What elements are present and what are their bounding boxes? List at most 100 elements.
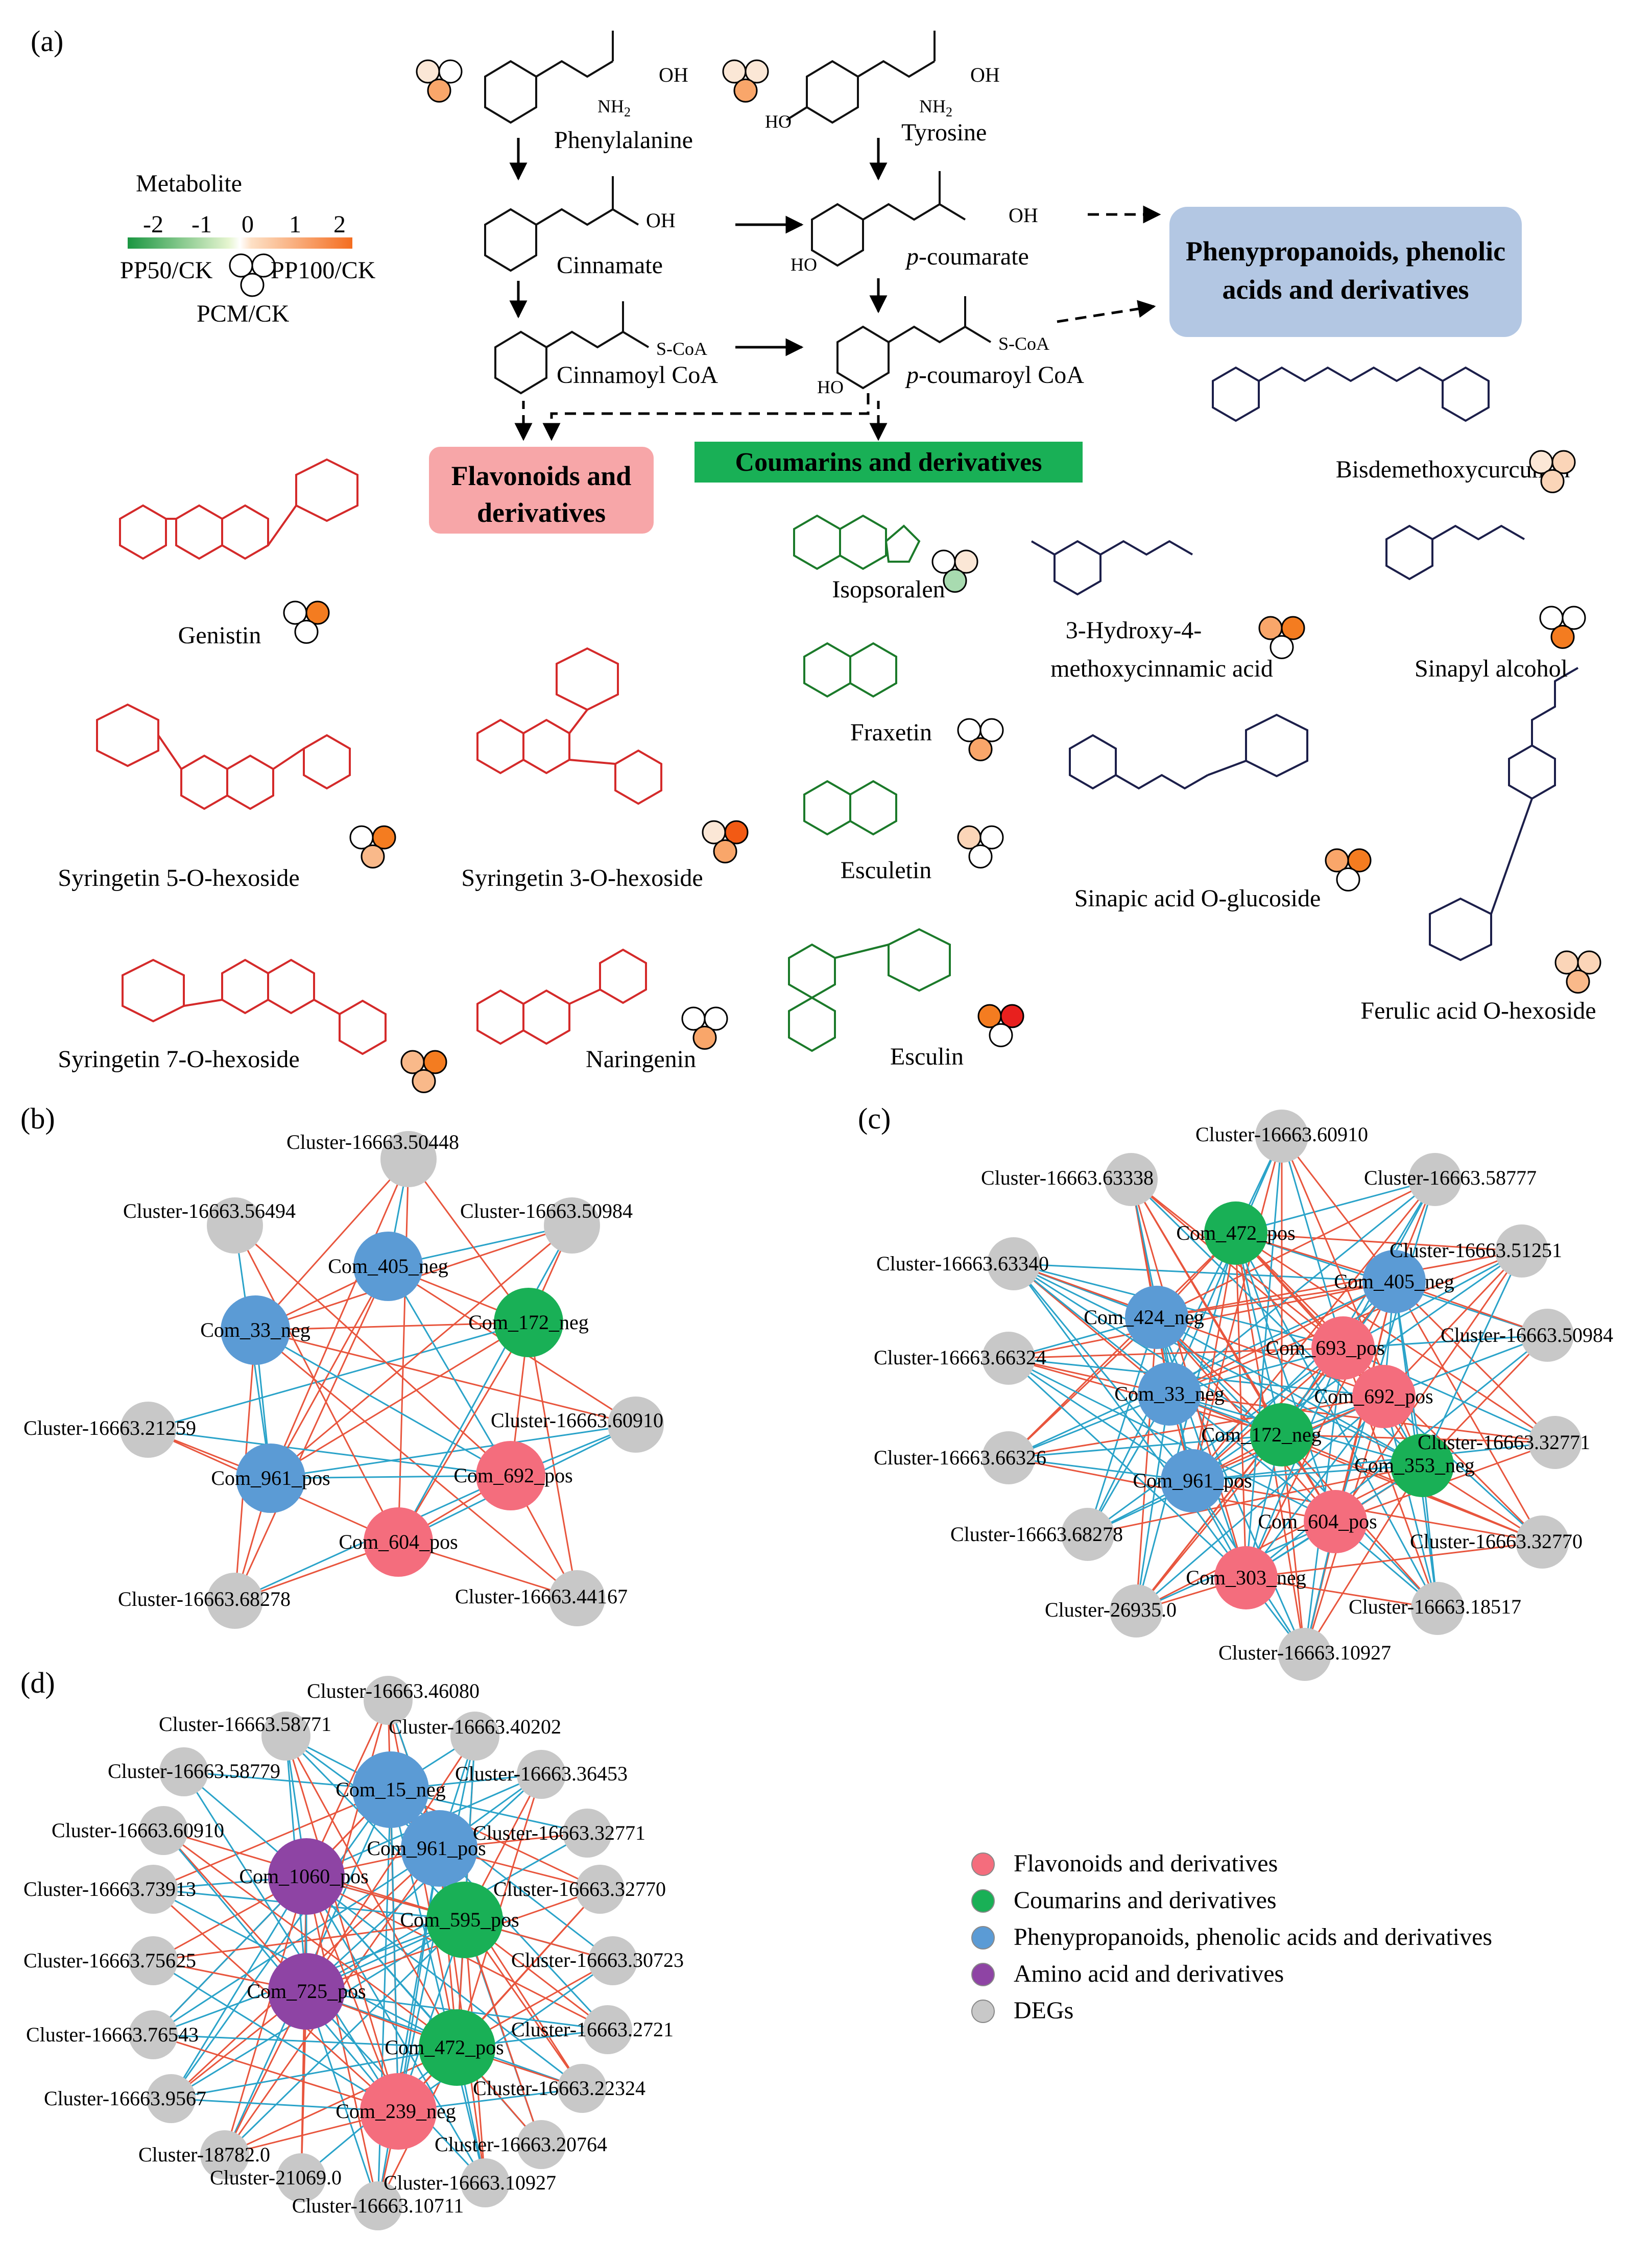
node-com-604-pos[interactable] — [364, 1507, 433, 1577]
node-label-com-472-pos: Com_472_pos — [385, 2036, 504, 2059]
node-cluster-16663-60910[interactable] — [608, 1397, 664, 1453]
node-cluster-16663-32771[interactable] — [1528, 1416, 1582, 1469]
edge-com-239-neg-cluster-16663-30723 — [398, 1960, 613, 2112]
node-cluster-16663-75625[interactable] — [129, 1936, 178, 1985]
edge-com-604-pos-cluster-16663-50984 — [397, 1225, 573, 1543]
node-label-cluster-16663-63340: Cluster-16663.63340 — [876, 1252, 1049, 1275]
node-com-424-neg[interactable] — [1125, 1286, 1188, 1349]
panel-label-b: (b) — [20, 1102, 55, 1135]
node-cluster-16663-66324[interactable] — [982, 1332, 1035, 1385]
node-cluster-16663-51251[interactable] — [1495, 1224, 1548, 1278]
node-com-472-pos[interactable] — [1204, 1201, 1267, 1265]
node-cluster-16663-58771[interactable] — [261, 1712, 310, 1761]
edge-com-472-pos-cluster-18782-0 — [224, 2047, 458, 2156]
scale-tick-1: 1 — [289, 211, 301, 238]
box-phen-line1: Phenypropanoids, phenolic — [1186, 236, 1505, 267]
node-cluster-16663-68278[interactable] — [207, 1573, 263, 1629]
edge-com-172-neg-cluster-16663-44167 — [528, 1322, 578, 1599]
node-com-33-neg[interactable] — [1138, 1362, 1201, 1426]
node-com-33-neg[interactable] — [221, 1295, 290, 1365]
edge-com-424-neg-cluster-16663-66326 — [1008, 1316, 1158, 1459]
node-cluster-16663-50448[interactable] — [380, 1131, 437, 1187]
node-cluster-16663-50984[interactable] — [1521, 1309, 1574, 1362]
node-cluster-16663-58779[interactable] — [159, 1747, 208, 1796]
node-cluster-16663-10711[interactable] — [353, 2181, 402, 2230]
edge-com-472-pos-cluster-16663-76543 — [153, 2034, 458, 2049]
node-cluster-16663-9567[interactable] — [147, 2074, 196, 2123]
node-com-353-neg[interactable] — [1391, 1434, 1454, 1497]
node-com-405-neg[interactable] — [1362, 1250, 1426, 1313]
name-naringenin: Naringenin — [586, 1046, 696, 1073]
node-cluster-16663-73913[interactable] — [129, 1865, 178, 1914]
edge-com-172-neg-cluster-16663-21259 — [148, 1321, 529, 1431]
node-cluster-16663-66326[interactable] — [982, 1431, 1035, 1484]
node-cluster-16663-46080[interactable] — [364, 1676, 413, 1725]
struct-esculin — [788, 928, 951, 1052]
heat-dot-pcm — [968, 737, 993, 761]
struct-sinapyl — [1385, 524, 1525, 581]
node-com-472-pos[interactable] — [419, 2009, 495, 2086]
node-com-604-pos[interactable] — [1304, 1490, 1367, 1553]
node-com-405-neg[interactable] — [353, 1232, 423, 1301]
heat-dots-bisdemethoxy — [1529, 450, 1576, 493]
node-cluster-16663-21259[interactable] — [120, 1402, 176, 1458]
edge-com-961-pos-com-239-neg — [397, 1848, 440, 2112]
legend-swatch-flavonoid — [971, 1852, 995, 1876]
edge-com-303-neg-cluster-16663-63340 — [1013, 1263, 1247, 1578]
heat-dot-pp100 — [1551, 450, 1576, 474]
node-com-1060-pos[interactable] — [268, 1838, 345, 1915]
node-cluster-16663-30723[interactable] — [588, 1936, 637, 1985]
edge-com-172-neg-cluster-16663-66326 — [1008, 1434, 1282, 1459]
node-cluster-16663-22324[interactable] — [558, 2064, 607, 2113]
node-cluster-16663-36453[interactable] — [517, 1750, 566, 1799]
heat-dots-tyrosine — [722, 59, 769, 103]
node-cluster-16663-44167[interactable] — [549, 1570, 605, 1626]
node-com-961-pos[interactable] — [1161, 1449, 1224, 1512]
node-com-239-neg[interactable] — [360, 2073, 437, 2150]
node-cluster-18782-0[interactable] — [200, 2130, 249, 2179]
struct-syr3 — [476, 647, 662, 805]
node-com-692-pos[interactable] — [476, 1441, 545, 1510]
node-com-725-pos[interactable] — [268, 1953, 345, 2030]
node-com-692-pos[interactable] — [1352, 1365, 1416, 1428]
node-cluster-16663-2721[interactable] — [583, 2005, 632, 2054]
node-cluster-16663-58777[interactable] — [1408, 1153, 1462, 1206]
node-cluster-16663-63340[interactable] — [987, 1237, 1040, 1290]
node-cluster-16663-32771[interactable] — [563, 1809, 612, 1858]
node-label-com-725-pos: Com_725_pos — [247, 1980, 366, 2003]
node-com-961-pos[interactable] — [236, 1443, 305, 1513]
node-com-961-pos[interactable] — [401, 1810, 477, 1887]
node-cluster-16663-18517[interactable] — [1411, 1582, 1464, 1635]
node-cluster-16663-40202[interactable] — [450, 1712, 499, 1761]
node-com-595-pos[interactable] — [426, 1882, 503, 1958]
node-cluster-16663-50984[interactable] — [544, 1197, 600, 1254]
node-com-693-pos[interactable] — [1311, 1316, 1375, 1380]
node-com-15-neg[interactable] — [352, 1751, 429, 1828]
node-label-cluster-16663-36453: Cluster-16663.36453 — [455, 1762, 628, 1785]
edge-com-424-neg-cluster-16663-58777 — [1156, 1178, 1435, 1318]
node-com-172-neg[interactable] — [1250, 1403, 1313, 1466]
node-label-cluster-16663-73913: Cluster-16663.73913 — [23, 1878, 196, 1900]
node-cluster-16663-10927[interactable] — [1278, 1628, 1331, 1681]
node-cluster-16663-63338[interactable] — [1105, 1153, 1158, 1206]
node-cluster-16663-56494[interactable] — [207, 1197, 263, 1254]
node-cluster-26935-0[interactable] — [1110, 1584, 1163, 1638]
node-cluster-16663-60910[interactable] — [1255, 1110, 1308, 1163]
node-cluster-16663-20764[interactable] — [517, 2120, 566, 2169]
edge-com-405-neg-cluster-16663-68278 — [234, 1266, 389, 1601]
node-cluster-16663-10927[interactable] — [461, 2158, 510, 2207]
node-com-172-neg[interactable] — [494, 1288, 563, 1357]
node-cluster-21069-0[interactable] — [277, 2153, 326, 2202]
heat-dots-phenylalanine — [416, 59, 463, 103]
node-cluster-16663-32770[interactable] — [1516, 1515, 1569, 1569]
node-cluster-16663-32770[interactable] — [576, 1865, 625, 1914]
node-com-303-neg[interactable] — [1214, 1546, 1278, 1609]
node-cluster-16663-60910[interactable] — [139, 1806, 188, 1855]
node-cluster-16663-76543[interactable] — [129, 2010, 178, 2059]
node-cluster-16663-68278[interactable] — [1061, 1508, 1114, 1561]
node-label-cluster-16663-56494: Cluster-16663.56494 — [123, 1199, 296, 1222]
node-label-com-33-neg: Com_33_neg — [200, 1318, 310, 1341]
edge-com-595-pos-cluster-16663-58771 — [285, 1735, 466, 1921]
